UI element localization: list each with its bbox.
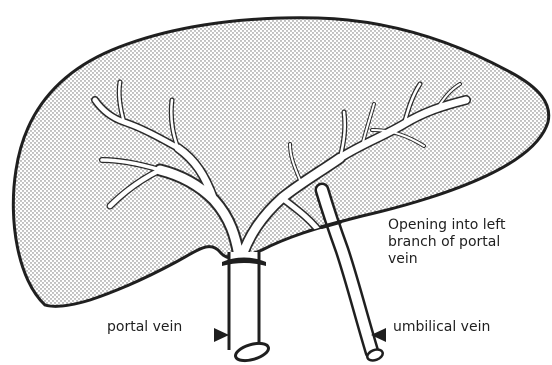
- portal-vein-label: portal vein: [107, 319, 182, 336]
- opening-label: Opening into left branch of portal vein: [388, 217, 505, 268]
- opening-label-line-2: branch of portal: [388, 234, 505, 251]
- umbilical-vein-label: umbilical vein: [393, 319, 490, 336]
- portal-vein-trunk: [222, 252, 270, 364]
- opening-label-line-1: Opening into left: [388, 217, 505, 234]
- portal-vein-pointer: [214, 328, 229, 342]
- opening-label-line-3: vein: [388, 251, 505, 268]
